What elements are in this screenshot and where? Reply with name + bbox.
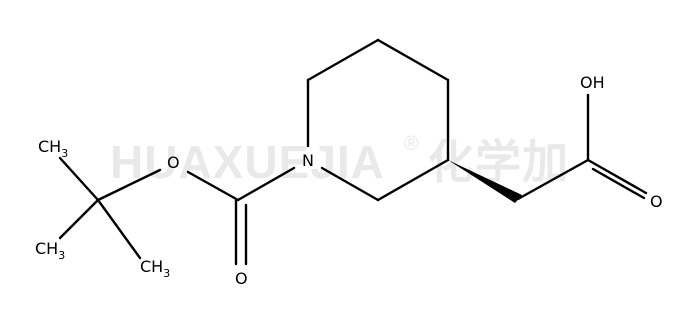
methyl-top-sub: 3 [61,147,68,160]
bond-c5-c4 [376,38,450,82]
bond-cooh-o-1 [586,158,648,195]
bond-carbonyl-o-ester [186,170,240,202]
bond-ch2-cooh [516,158,590,201]
methyl-top-main: CH [38,137,61,156]
methyl-right-main: CH [140,257,163,276]
methyl-right-sub: 3 [163,267,170,280]
bond-cq-ch3-left [58,198,100,240]
methyl-left-main: CH [35,239,58,258]
atom-o-ester: O [167,153,180,172]
bond-c3-c2 [376,158,450,202]
methyl-left-sub: 3 [58,249,65,262]
bond-cq-ch3-right [96,198,142,260]
wedge-bond-c3-ch2 [448,160,522,203]
bond-o-ester-cq [96,168,162,202]
bond-n1-c-carbonyl [236,166,296,202]
atom-n1: N [302,151,314,170]
atom-o-acid: O [650,192,663,211]
atom-o-carbonyl: O [235,269,248,288]
atom-oh-acid: OH [580,73,605,92]
atom-methyl-top: CH3 [38,137,68,160]
bond-c2-n1 [320,166,380,202]
atom-methyl-left: CH3 [35,239,65,262]
bond-c6-c5 [306,38,380,82]
bond-cooh-o-2 [591,167,646,200]
bond-cq-ch3-top [58,156,100,202]
watermark-registered: ® [404,133,419,155]
watermark-latin: HUAXUEJIA [110,136,385,188]
atom-methyl-right: CH3 [140,257,170,280]
